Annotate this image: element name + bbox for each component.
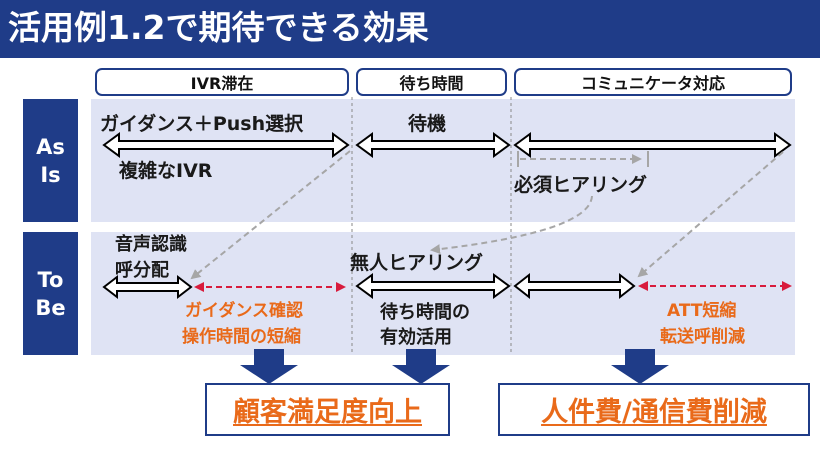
to-be-label: To Be — [23, 232, 78, 355]
to-be-communicator-arrow — [513, 272, 636, 300]
column-header-communicator: コミュニケータ対応 — [514, 68, 792, 96]
column-header-ivr: IVR滞在 — [95, 68, 349, 96]
to-be-label-line2: Be — [35, 295, 66, 320]
to-be-ivr-arrow — [102, 274, 193, 300]
result-customer-satisfaction: 顧客満足度向上 — [205, 383, 450, 436]
down-arrow-3 — [611, 349, 669, 384]
mapping-arrow-hearing — [430, 195, 593, 255]
result-cost-reduction: 人件費/通信費削減 — [498, 383, 810, 436]
hearing-span-arrow — [517, 151, 649, 167]
page-title: 活用例1.2で期待できる効果 — [8, 8, 429, 47]
as-is-wait-arrow — [355, 132, 511, 158]
label-unmanned-hearing: 無人ヒアリング — [350, 252, 484, 274]
as-is-label-line2: Is — [40, 162, 61, 187]
label-transfer-reduce: 転送呼削減 — [660, 327, 745, 347]
as-is-ivr-arrow — [102, 132, 350, 158]
as-is-communicator-arrow — [513, 132, 792, 158]
label-operation-time-short: 操作時間の短縮 — [182, 327, 301, 347]
column-header-wait: 待ち時間 — [356, 68, 507, 96]
to-be-wait-arrow — [355, 273, 511, 299]
result-cost-reduction-text: 人件費/通信費削減 — [541, 397, 767, 428]
label-call-routing: 呼分配 — [115, 260, 169, 281]
column-separators — [351, 97, 512, 355]
as-is-label-line1: As — [36, 134, 65, 159]
label-guidance-confirm: ガイダンス確認 — [185, 301, 303, 321]
label-complex-ivr: 複雑なIVR — [119, 160, 213, 182]
as-is-label: As Is — [23, 99, 78, 222]
to-be-band — [91, 232, 795, 355]
down-arrow-1 — [240, 349, 298, 384]
label-wait-time-line2: 有効活用 — [380, 327, 452, 348]
label-voice-recognition: 音声認識 — [115, 234, 187, 255]
label-waiting: 待機 — [408, 113, 447, 135]
down-arrow-2 — [392, 349, 450, 384]
label-att-short: ATT短縮 — [667, 301, 737, 321]
mapping-arrow-communicator — [637, 151, 784, 278]
to-be-label-line1: To — [37, 267, 64, 292]
label-guidance-push: ガイダンス＋Push選択 — [100, 113, 304, 135]
label-wait-time-line1: 待ち時間の — [380, 302, 470, 323]
result-customer-satisfaction-text: 顧客満足度向上 — [233, 397, 422, 428]
mapping-arrow-ivr — [190, 150, 351, 280]
as-is-band — [91, 99, 795, 222]
label-mandatory-hearing: 必須ヒアリング — [514, 174, 648, 196]
title-bar: 活用例1.2で期待できる効果 — [0, 0, 820, 58]
